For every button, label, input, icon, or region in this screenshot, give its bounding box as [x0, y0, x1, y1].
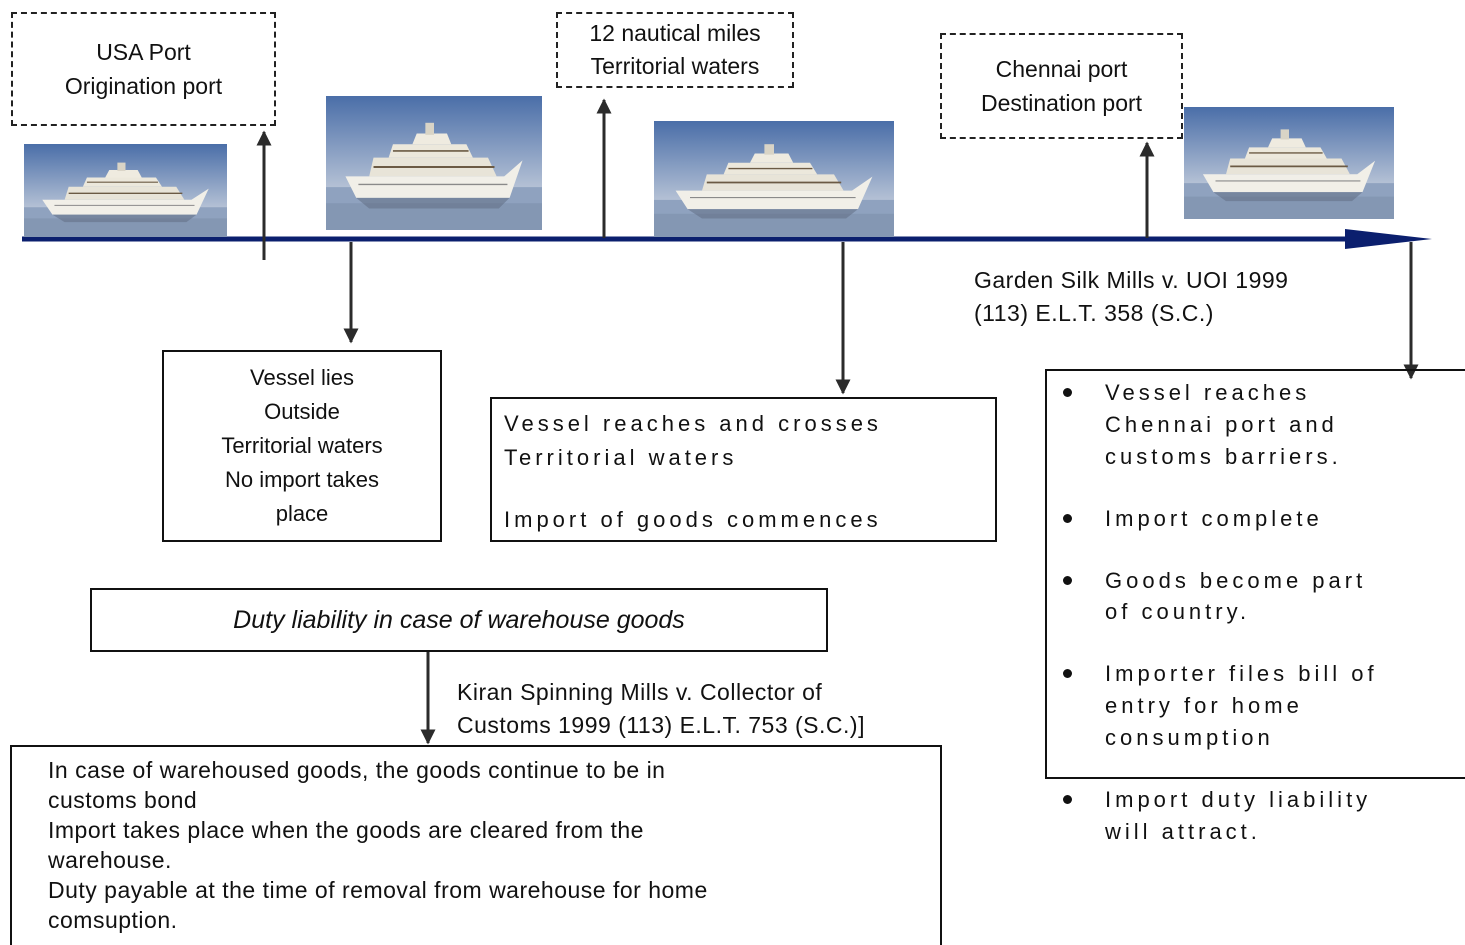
duty-liability-title-box: Duty liability in case of warehouse good… — [90, 588, 828, 652]
garden-line-1: Garden Silk Mills v. UOI 1999 — [974, 267, 1289, 293]
outcome-item-line: Import complete — [1105, 505, 1323, 531]
outcome-item-line: entry for home — [1105, 693, 1303, 719]
outcome-item: Import complete — [1047, 503, 1465, 535]
warehouse-goods-box: In case of warehoused goods, the goods c… — [10, 745, 942, 945]
crosses-line-2: Territorial waters — [504, 445, 738, 470]
ship-photo-3 — [654, 121, 894, 237]
outside-line-1: Vessel lies — [250, 364, 354, 390]
duty-liability-title: Duty liability in case of warehouse good… — [233, 605, 685, 634]
chennai-port-label: Chennai port Destination port — [940, 33, 1183, 139]
ship-photo-2 — [326, 96, 542, 230]
outcome-item-line: Goods become part — [1105, 567, 1367, 593]
case-garden-silk: Garden Silk Mills v. UOI 1999 (113) E.L.… — [974, 264, 1394, 331]
outcome-item-line: Importer files bill of — [1105, 661, 1378, 687]
usa-port-line-1: USA Port — [96, 38, 191, 65]
warehouse-line-6: comsuption. — [48, 907, 178, 933]
territorial-waters-label: 12 nautical miles Territorial waters — [556, 12, 794, 88]
outcome-item: Goods become part of country. — [1047, 565, 1465, 629]
crosses-line-3 — [504, 475, 995, 503]
outcome-item-line: Chennai port and — [1105, 411, 1338, 437]
crosses-line-1: Vessel reaches and crosses — [504, 411, 882, 436]
kiran-line-1: Kiran Spinning Mills v. Collector of — [457, 679, 823, 705]
chennai-port-line-2: Destination port — [980, 90, 1143, 116]
chennai-port-line-1: Chennai port — [995, 55, 1128, 82]
outside-line-3: Territorial waters — [221, 432, 383, 458]
warehouse-line-4: warehouse. — [48, 847, 172, 873]
outcome-item-line: customs barriers. — [1105, 443, 1342, 469]
outcome-item-line: of country. — [1105, 599, 1251, 625]
outcome-item-line: consumption — [1105, 725, 1274, 751]
territorial-line-1: 12 nautical miles — [589, 19, 761, 46]
usa-port-line-2: Origination port — [64, 73, 223, 99]
territorial-line-2: Territorial waters — [590, 53, 760, 79]
crosses-line-4: Import of goods commences — [504, 507, 882, 532]
warehouse-line-1: In case of warehoused goods, the goods c… — [48, 757, 666, 783]
kiran-line-2: Customs 1999 (113) E.L.T. 753 (S.C.)] — [457, 712, 865, 739]
warehouse-line-3: Import takes place when the goods are cl… — [48, 817, 644, 843]
warehouse-line-5: Duty payable at the time of removal from… — [48, 877, 708, 903]
outcome-item: Importer files bill of entry for home cons… — [1047, 658, 1465, 754]
outside-line-2: Outside — [264, 398, 340, 424]
outside-line-4: No import takes — [224, 467, 380, 493]
timeline-arrowhead — [1345, 229, 1432, 249]
garden-line-2: (113) E.L.T. 358 (S.C.) — [974, 300, 1214, 327]
case-kiran-spinning: Kiran Spinning Mills v. Collector of Cus… — [457, 676, 957, 743]
outcome-item-line: Import duty liability — [1105, 787, 1372, 813]
crosses-waters-box: Vessel reaches and crosses Territorial w… — [490, 397, 997, 542]
outcome-item: Import duty liability will attract. — [1047, 784, 1465, 848]
ship-photo-4 — [1184, 107, 1394, 219]
outside-line-5: place — [275, 501, 329, 527]
outside-waters-box: Vessel lies Outside Territorial waters N… — [162, 350, 442, 542]
warehouse-line-2: customs bond — [48, 787, 198, 813]
usa-port-label: USA Port Origination port — [11, 12, 276, 126]
outcome-item-line: will attract. — [1105, 818, 1261, 844]
outcome-item-line: Vessel reaches — [1105, 380, 1311, 405]
ship-photo-1 — [24, 144, 227, 237]
